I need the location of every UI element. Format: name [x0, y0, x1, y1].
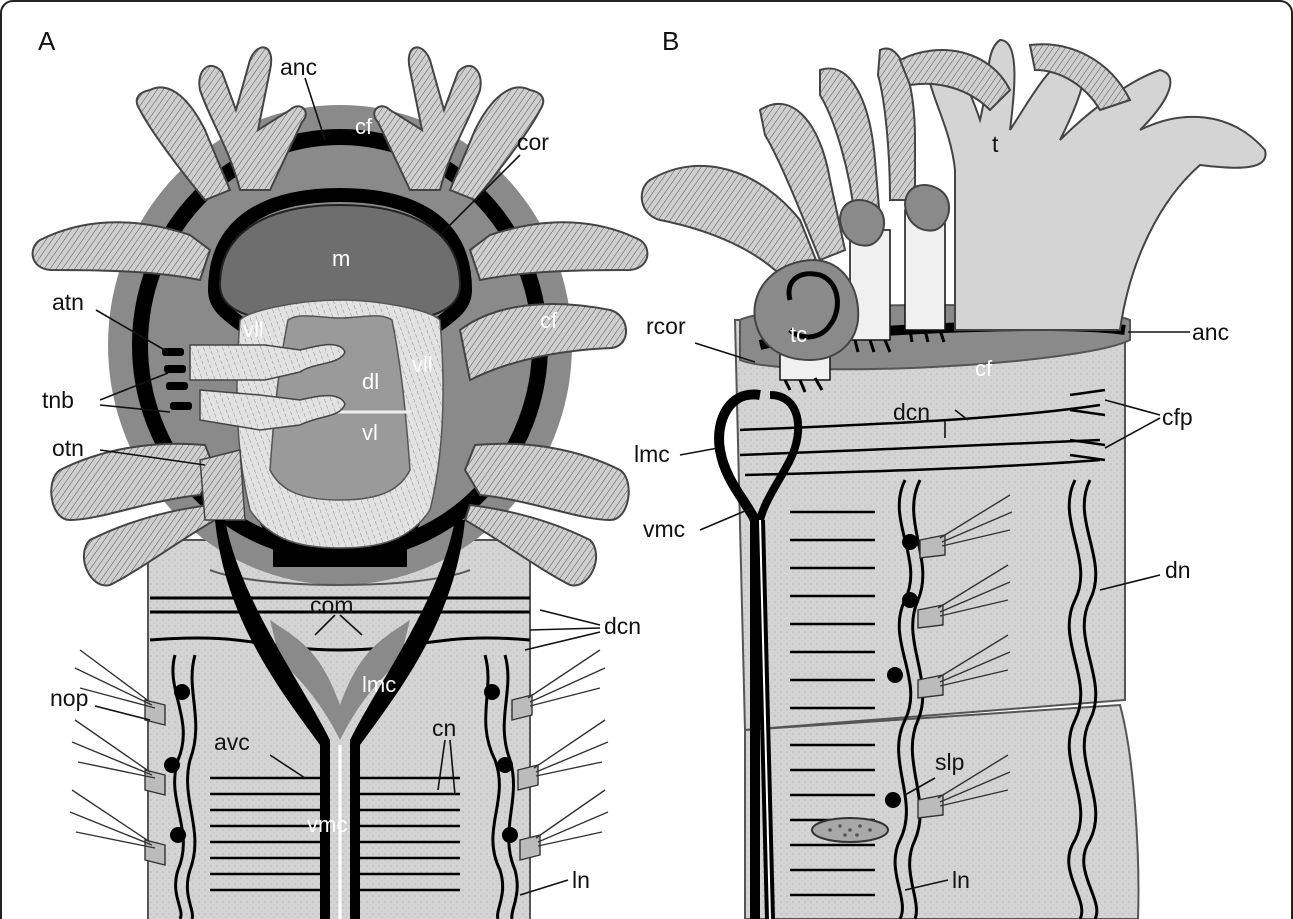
label-vmc-b: vmc: [643, 516, 685, 542]
label-rcor-b: rcor: [646, 313, 686, 339]
label-avc-a: avc: [214, 729, 250, 755]
label-vl-a: vl: [362, 420, 378, 445]
panel-letter-a: A: [38, 26, 56, 56]
label-atn-a: atn: [52, 289, 84, 315]
label-otn-a: otn: [52, 435, 84, 461]
label-com-a: com: [310, 592, 353, 618]
label-tc-b: tc: [790, 322, 807, 347]
label-slp-b: slp: [935, 749, 964, 775]
label-cf-b: cf: [975, 356, 993, 381]
label-ln-a: ln: [572, 867, 590, 893]
label-dn-b: dn: [1165, 557, 1191, 583]
label-nop-a: nop: [50, 685, 88, 711]
panel-letter-b: B: [662, 26, 679, 56]
label-vll-left-a: vll: [243, 317, 264, 342]
collar-segment-b: [735, 320, 1125, 730]
outer-tentacle-nerve-region-a: [200, 450, 245, 520]
label-lmc-a: lmc: [362, 672, 396, 697]
label-cor-a: cor: [517, 129, 549, 155]
label-dcn-a: dcn: [604, 613, 641, 639]
label-cf-a: cf: [355, 114, 373, 139]
label-t-b: t: [992, 131, 999, 157]
label-tnb-a: tnb: [42, 387, 74, 413]
label-vmc-a: vmc: [307, 812, 347, 837]
label-vll-right-a: vll: [412, 352, 433, 377]
label-ln-b: ln: [952, 867, 970, 893]
label-cfp-b: cfp: [1162, 404, 1193, 430]
label-cf-right-a: cf: [540, 308, 558, 333]
label-anc-a: anc: [280, 54, 317, 80]
label-cn-a: cn: [432, 715, 456, 741]
label-lmc-b: lmc: [634, 441, 670, 467]
label-m-a: m: [332, 246, 350, 271]
label-dl-a: dl: [362, 369, 379, 394]
label-dcn-b: dcn: [893, 399, 930, 425]
label-anc-b: anc: [1192, 319, 1229, 345]
